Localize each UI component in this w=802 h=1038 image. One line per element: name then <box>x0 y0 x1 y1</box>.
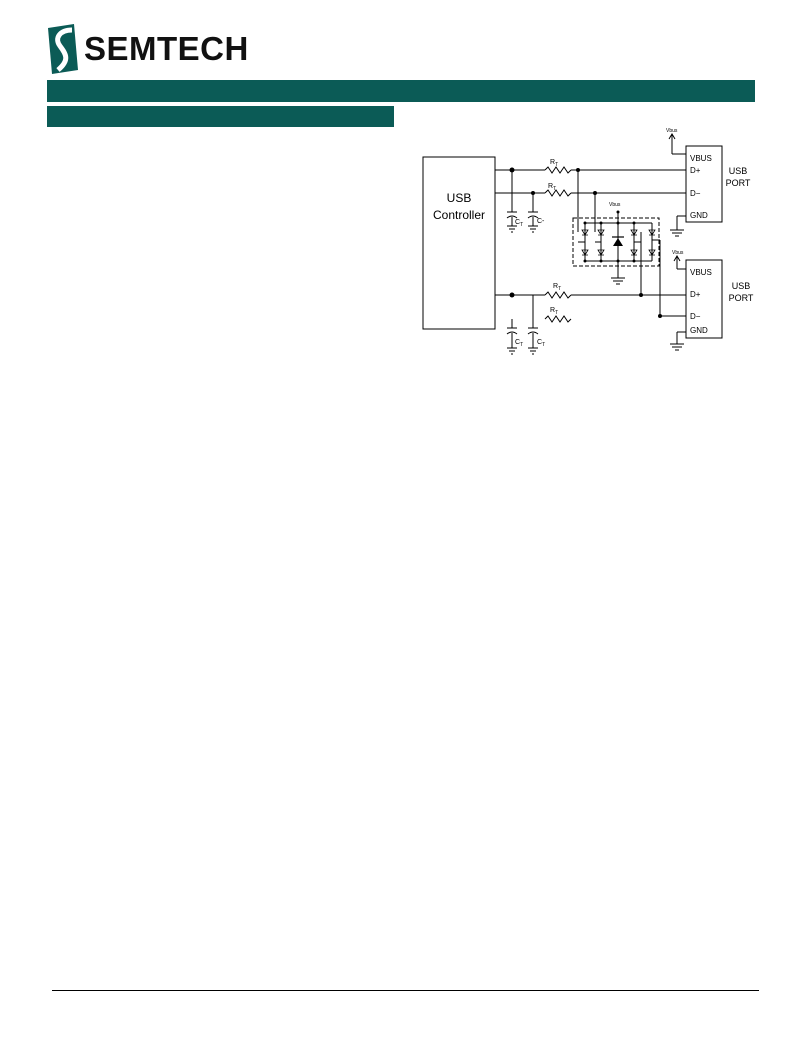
port1-dminus: D− <box>690 189 701 198</box>
header-bar <box>47 80 755 102</box>
port2-vbus: VBUS <box>690 268 712 277</box>
rt-label-3: RT <box>553 283 561 292</box>
tvs-vbus-label: Vbus <box>609 202 621 208</box>
port1-label1: USB <box>729 166 748 176</box>
port2-gnd: GND <box>690 326 708 335</box>
ct-label-4: CT <box>537 339 545 348</box>
semtech-logo: SEMTECH <box>46 24 286 76</box>
controller-label-line1: USB <box>447 191 472 205</box>
usb-protection-schematic: USB Controller RT RT RT RT CT C- CT CT V… <box>422 128 754 355</box>
port2-dminus: D− <box>690 312 701 321</box>
semtech-s-logo-icon <box>48 24 78 74</box>
controller-label-line2: Controller <box>433 208 485 222</box>
port1-label2: PORT <box>726 178 751 188</box>
ct-label-3: CT <box>515 339 523 348</box>
brand-name: SEMTECH <box>84 30 249 67</box>
port2-label1: USB <box>732 281 751 291</box>
rt-label-2: RT <box>548 183 556 192</box>
port1-vbus-top: Vbus <box>666 128 678 134</box>
c-minus-label: C- <box>537 218 545 225</box>
footer-rule <box>52 990 759 991</box>
port2-dplus: D+ <box>690 290 701 299</box>
ct-label-1: CT <box>515 219 523 228</box>
rt-label-1: RT <box>550 159 558 168</box>
usb-port-2-block <box>685 259 723 339</box>
usb-controller-block <box>422 156 496 330</box>
port1-vbus: VBUS <box>690 154 712 163</box>
port1-dplus: D+ <box>690 166 701 175</box>
port1-gnd: GND <box>690 211 708 220</box>
port2-vbus-top: Vbus <box>672 250 684 256</box>
section-header-bar <box>47 106 394 127</box>
rt-label-4: RT <box>550 307 558 316</box>
port2-label2: PORT <box>729 293 754 303</box>
usb-port-1-block <box>685 145 723 223</box>
